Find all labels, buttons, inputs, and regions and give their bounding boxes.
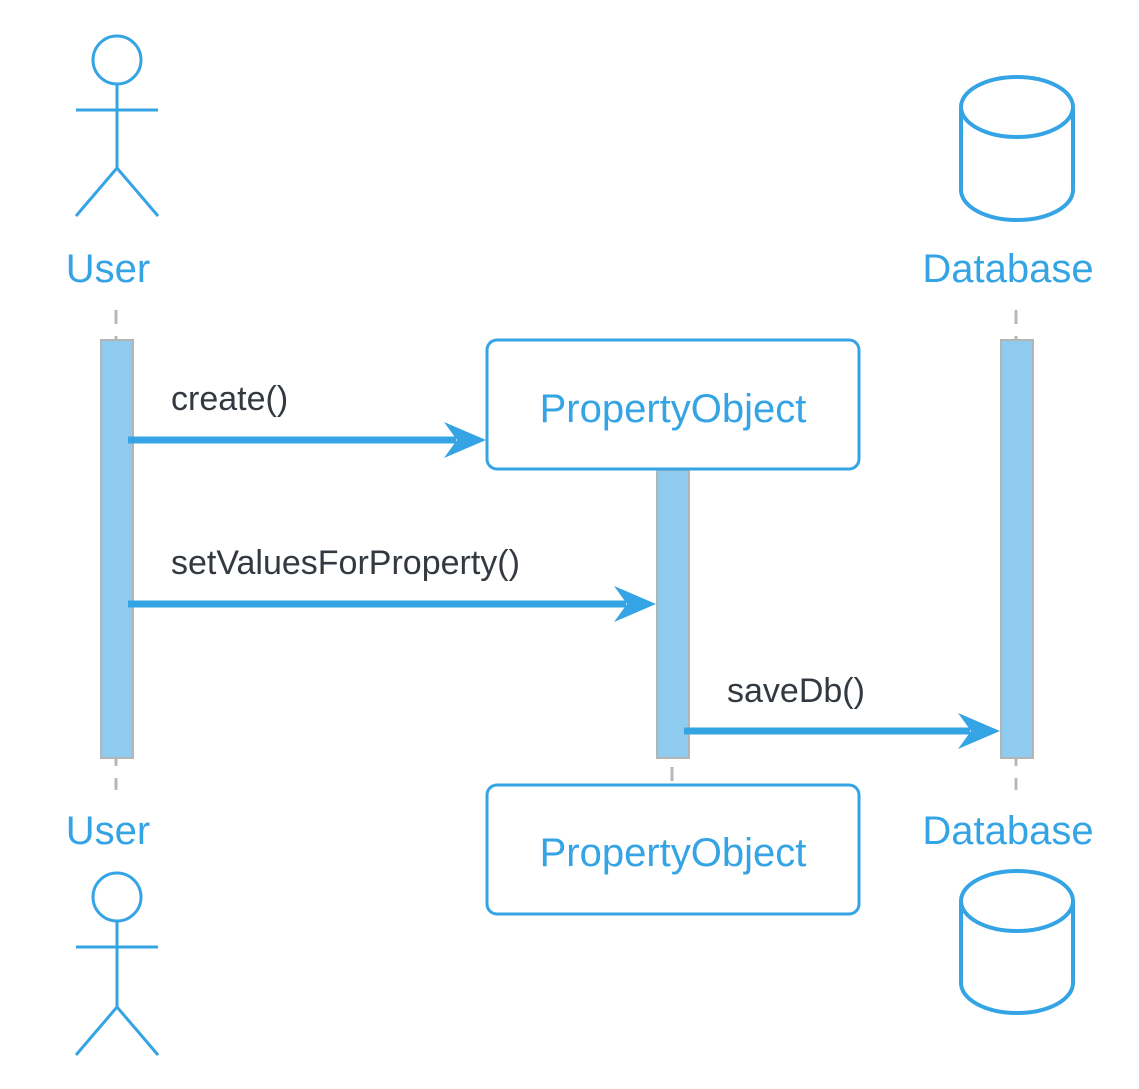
property-object-box-top: PropertyObject bbox=[485, 338, 861, 471]
database-activation-bar bbox=[1000, 339, 1034, 759]
property-object-activation-bar bbox=[656, 469, 690, 759]
database-icon bbox=[959, 75, 1075, 222]
actor-icon bbox=[74, 871, 160, 1056]
message-save-db: saveDb() bbox=[684, 672, 1000, 749]
user-label-bottom: User bbox=[66, 809, 150, 853]
actor-icon bbox=[74, 34, 160, 217]
database-icon bbox=[959, 869, 1075, 1015]
message-label: create() bbox=[171, 380, 288, 418]
property-object-box-bottom: PropertyObject bbox=[485, 783, 861, 916]
property-object-label-top: PropertyObject bbox=[540, 387, 807, 431]
activation-bars bbox=[100, 339, 1034, 759]
database-label-top: Database bbox=[922, 247, 1093, 291]
message-label: setValuesForProperty() bbox=[171, 544, 520, 582]
user-actor-top: User bbox=[66, 34, 160, 291]
user-label-top: User bbox=[66, 247, 150, 291]
user-actor-bottom: User bbox=[66, 809, 160, 1056]
user-activation-bar bbox=[100, 339, 134, 759]
arrowhead-icon bbox=[444, 422, 486, 458]
message-label: saveDb() bbox=[727, 672, 865, 710]
arrowhead-icon bbox=[958, 713, 1000, 749]
database-top: Database bbox=[922, 75, 1094, 291]
database-bottom: Database bbox=[922, 809, 1094, 1015]
database-label-bottom: Database bbox=[922, 809, 1093, 853]
arrowhead-icon bbox=[614, 586, 656, 622]
message-create: create() bbox=[128, 380, 486, 458]
message-set-values-for-property: setValuesForProperty() bbox=[128, 544, 656, 622]
property-object-label-bottom: PropertyObject bbox=[540, 831, 807, 875]
